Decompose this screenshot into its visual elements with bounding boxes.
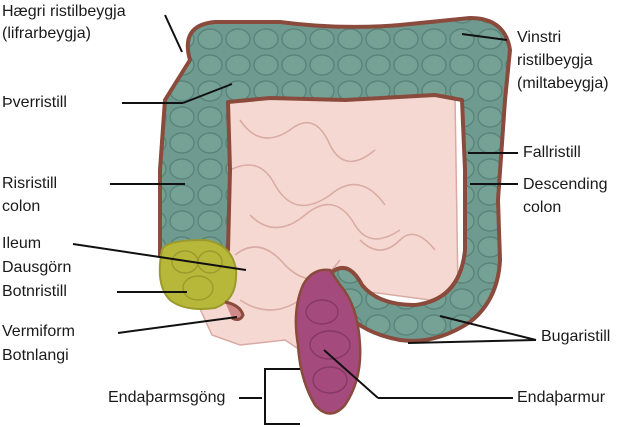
label-splenic-flexure-3: (miltabeygja)	[517, 75, 609, 92]
label-descending-colon-en-2: colon	[523, 199, 562, 216]
leader-sigmoid-1	[439, 315, 537, 341]
label-ileum-en: Ileum	[2, 235, 42, 252]
label-splenic-flexure-2: ristilbeygja	[517, 52, 593, 69]
leader-lines	[72, 14, 537, 425]
label-appendix-is: Botnlangi	[2, 347, 69, 364]
label-hepatic-flexure-alt: (lifrarbeygja)	[2, 25, 91, 42]
label-splenic-flexure-1: Vinstri	[517, 29, 562, 46]
anal-canal-bracket	[264, 368, 300, 425]
rectum-folds	[305, 299, 351, 394]
label-descending-colon-en: Descending	[523, 176, 608, 193]
leader-ileum	[72, 243, 247, 271]
label-ascending-colon-is: Risristill	[2, 175, 58, 192]
label-appendix-en: Vermiform	[2, 323, 75, 340]
label-hepatic-flexure: Hægri ristilbeygja	[2, 3, 126, 20]
leader-splenic-flexure	[461, 33, 508, 41]
rectum	[294, 268, 362, 415]
label-ileum-is: Dausgörn	[2, 259, 72, 276]
label-transverse-colon: Þverristill	[2, 94, 67, 111]
label-sigmoid-colon: Bugaristill	[541, 328, 611, 345]
appendix	[224, 300, 245, 321]
leader-rectum	[323, 349, 379, 399]
label-descending-colon-is: Fallristill	[523, 144, 581, 161]
cecum	[158, 238, 238, 310]
label-ascending-colon-en: colon	[2, 198, 41, 215]
colon	[158, 16, 512, 343]
label-cecum: Botnristill	[2, 283, 67, 300]
leader-transverse-2	[182, 83, 233, 104]
leader-hepatic-flexure	[164, 14, 183, 53]
label-rectum: Endaþarmur	[517, 389, 606, 406]
label-anal-canal: Endaþarmsgöng	[108, 389, 226, 406]
leader-sigmoid-2	[407, 339, 537, 344]
leader-appendix	[117, 316, 238, 334]
